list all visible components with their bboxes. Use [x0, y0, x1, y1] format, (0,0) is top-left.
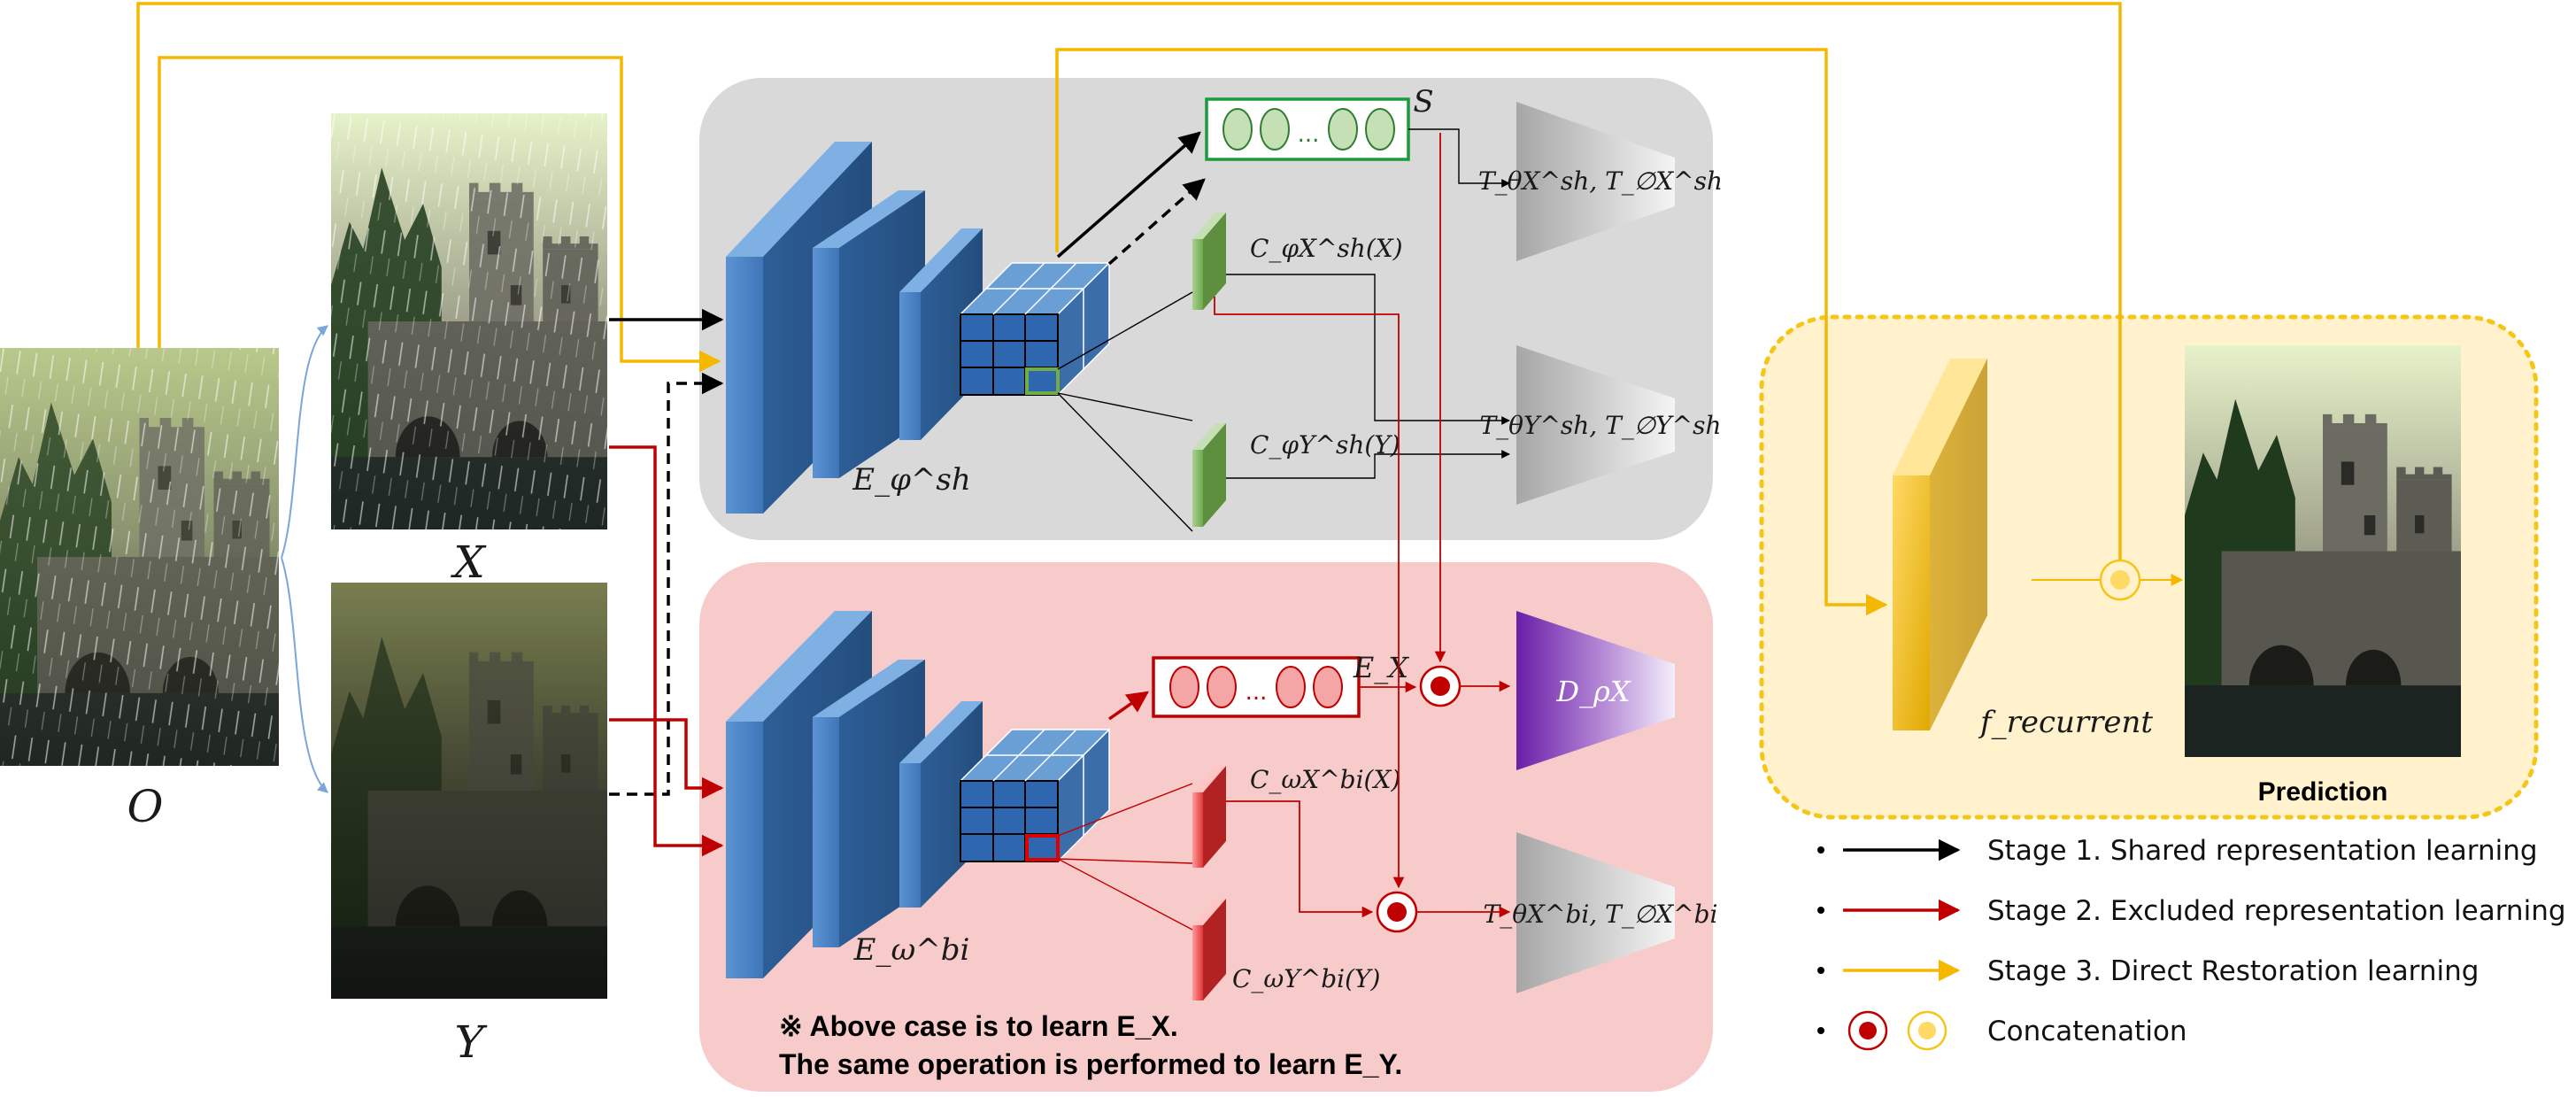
- stage1-routes: [609, 131, 1206, 796]
- shared-class-x-label: C_φX^sh(X): [1250, 234, 1403, 263]
- thin-red-connectors: [1057, 783, 1193, 931]
- legend-bullet-4: [1817, 1027, 1824, 1034]
- stage3-routes: [136, 2, 2184, 616]
- biased-note-line2: The same operation is performed to learn…: [779, 1048, 1402, 1080]
- legend-yellow-concat-dot: [1918, 1022, 1936, 1039]
- biased-encoder-label: E_ω^bi: [853, 932, 970, 968]
- biased-decoder: [1516, 611, 1675, 770]
- shared-code-label: S: [1413, 84, 1433, 120]
- prediction-caption: Prediction: [2258, 777, 2388, 807]
- red-concat-dot-1: [1431, 676, 1450, 696]
- legend-item-stage3: Stage 3. Direct Restoration learning: [1817, 955, 2479, 987]
- biased-code-ellipsis: ...: [1246, 679, 1268, 706]
- legend-bullet-2: [1817, 907, 1824, 914]
- shared-encoder: [726, 142, 983, 514]
- shared-transformer-y: [1516, 345, 1675, 505]
- stage2-routes: [609, 445, 1150, 857]
- shared-classifier-x: [1192, 212, 1226, 310]
- shared-branch-panel: [699, 78, 1713, 540]
- biased-transformer: [1516, 832, 1675, 993]
- shared-trans-x-label: T_θX^sh, T_∅X^sh: [1478, 166, 1723, 196]
- thin-connectors: [1057, 128, 1510, 532]
- biased-class-y-label: C_ωY^bi(Y): [1232, 964, 1380, 993]
- input-image-x: [331, 113, 607, 529]
- legend-bullet-3: [1817, 967, 1824, 974]
- biased-class-x-label: C_ωX^bi(X): [1250, 765, 1400, 794]
- biased-code-label: E_X: [1353, 651, 1409, 684]
- biased-note-line1: ※ Above case is to learn E_X.: [779, 1010, 1178, 1042]
- legend-label-stage1: Stage 1. Shared representation learning: [1987, 835, 2538, 867]
- shared-classifier-y: [1192, 423, 1226, 527]
- prediction-image: [2185, 345, 2461, 757]
- label-o: O: [127, 781, 164, 832]
- split-arrow-to-x: [281, 325, 328, 559]
- recurrent-module: [1893, 359, 1987, 730]
- shared-transformer-x: [1516, 102, 1675, 261]
- input-image-o: [0, 348, 279, 766]
- legend-item-stage2: Stage 2. Excluded representation learnin…: [1817, 895, 2566, 927]
- split-arrow-to-y: [281, 557, 328, 793]
- shared-class-y-label: C_φY^sh(Y): [1250, 430, 1400, 460]
- biased-trans-label: T_θX^bi, T_∅X^bi: [1484, 900, 1718, 929]
- shared-code-ellipsis: ...: [1298, 121, 1320, 148]
- biased-classifier-x: [1192, 766, 1226, 868]
- legend-bullet-1: [1817, 846, 1824, 854]
- stage2-thin-routes: [1214, 133, 1511, 918]
- input-image-y: [331, 583, 607, 999]
- yellow-concat-dot: [2110, 570, 2130, 590]
- legend-item-stage1: Stage 1. Shared representation learning: [1817, 835, 2538, 867]
- biased-decoder-label: D_ρX: [1555, 675, 1631, 708]
- legend-item-concat: Concatenation: [1817, 1010, 2187, 1051]
- shared-encoder-label: E_φ^sh: [852, 462, 970, 498]
- label-x: X: [450, 537, 487, 588]
- legend-red-concat-dot: [1859, 1022, 1877, 1039]
- shared-trans-y-label: T_θY^sh, T_∅Y^sh: [1479, 411, 1721, 440]
- legend-label-concat: Concatenation: [1987, 1016, 2187, 1047]
- shared-code-box: ...: [1205, 97, 1410, 161]
- legend: Stage 1. Shared representation learning …: [1817, 835, 2566, 1051]
- recurrent-module-label: f_recurrent: [1978, 705, 2153, 740]
- biased-encoder: [726, 611, 983, 978]
- biased-feature-grid: [959, 728, 1111, 863]
- legend-label-stage3: Stage 3. Direct Restoration learning: [1987, 955, 2479, 987]
- legend-label-stage2: Stage 2. Excluded representation learnin…: [1987, 895, 2566, 927]
- label-y: Y: [454, 1016, 487, 1068]
- biased-code-box: ...: [1152, 656, 1361, 718]
- red-concat-dot-2: [1387, 902, 1407, 922]
- biased-classifier-y: [1192, 899, 1226, 1000]
